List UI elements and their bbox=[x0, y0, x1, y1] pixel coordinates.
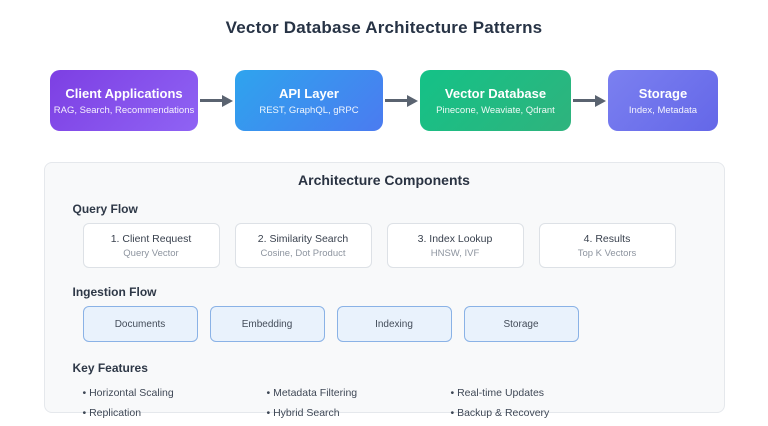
feature-item-replication: • Replication bbox=[82, 407, 142, 419]
ingest-stage-documents: Documents bbox=[82, 306, 198, 342]
feature-item-metadata-filtering: • Metadata Filtering bbox=[266, 387, 358, 399]
arrow-head-icon bbox=[595, 94, 606, 107]
flow-node-subtitle: REST, GraphQL, gRPC bbox=[259, 104, 359, 116]
flow-node-title: Client Applications bbox=[65, 85, 183, 101]
feature-item-real-time-updates: • Real-time Updates bbox=[450, 387, 545, 399]
flow-node-title: Storage bbox=[638, 85, 688, 101]
key-features-label: Key Features bbox=[72, 361, 148, 375]
flow-arrow bbox=[571, 94, 608, 107]
query-step-title: 2. Similarity Search bbox=[257, 232, 349, 245]
ingest-stage-embedding: Embedding bbox=[209, 306, 325, 342]
query-step-subtitle: Top K Vectors bbox=[577, 247, 637, 259]
ingest-stage-indexing: Indexing bbox=[336, 306, 452, 342]
flow-arrow bbox=[383, 94, 420, 107]
architecture-components-panel: Architecture Components Query Flow 1. Cl… bbox=[43, 162, 725, 419]
query-step-subtitle: Cosine, Dot Product bbox=[260, 247, 346, 259]
arrow-head-icon bbox=[222, 94, 233, 107]
query-step-title: 3. Index Lookup bbox=[417, 232, 493, 245]
key-features-column-2: • Metadata Filtering • Hybrid Search bbox=[267, 383, 451, 423]
flow-node-subtitle: Pinecone, Weaviate, Qdrant bbox=[436, 104, 555, 116]
flow-arrow bbox=[198, 94, 235, 107]
query-step-title: 1. Client Request bbox=[110, 232, 192, 245]
flow-node-title: API Layer bbox=[279, 85, 339, 101]
feature-item-backup-recovery: • Backup & Recovery bbox=[450, 407, 550, 419]
query-step-subtitle: Query Vector bbox=[123, 247, 179, 259]
ingestion-flow-stages: Documents Embedding Indexing Storage bbox=[82, 306, 696, 342]
key-features-column-1: • Horizontal Scaling • Replication bbox=[83, 383, 267, 423]
ingestion-flow-label: Ingestion Flow bbox=[72, 285, 157, 299]
ingest-stage-label: Embedding bbox=[241, 318, 293, 330]
feature-item-hybrid-search: • Hybrid Search bbox=[266, 407, 340, 419]
ingest-stage-storage: Storage bbox=[463, 306, 579, 342]
key-features-list: • Horizontal Scaling • Replication • Metad… bbox=[83, 383, 696, 423]
flow-node-subtitle: Index, Metadata bbox=[628, 104, 698, 116]
panel-title: Architecture Components bbox=[298, 172, 470, 188]
key-features-column-3: • Real-time Updates • Backup & Recovery bbox=[451, 383, 635, 423]
page-title: Vector Database Architecture Patterns bbox=[225, 18, 543, 37]
ingest-stage-label: Documents bbox=[114, 318, 166, 330]
query-flow-label: Query Flow bbox=[72, 202, 138, 216]
arrow-head-icon bbox=[407, 94, 418, 107]
query-step-subtitle: HNSW, IVF bbox=[430, 247, 480, 259]
flow-node-title: Vector Database bbox=[444, 85, 547, 101]
ingest-stage-label: Storage bbox=[503, 318, 539, 330]
flow-node-subtitle: RAG, Search, Recommendations bbox=[53, 104, 195, 116]
query-step-title: 4. Results bbox=[583, 232, 631, 245]
arrow-shaft bbox=[573, 99, 595, 102]
arrow-shaft bbox=[200, 99, 222, 102]
arrow-shaft bbox=[385, 99, 407, 102]
feature-item-horizontal-scaling: • Horizontal Scaling bbox=[82, 387, 174, 399]
ingest-stage-label: Indexing bbox=[375, 318, 413, 330]
